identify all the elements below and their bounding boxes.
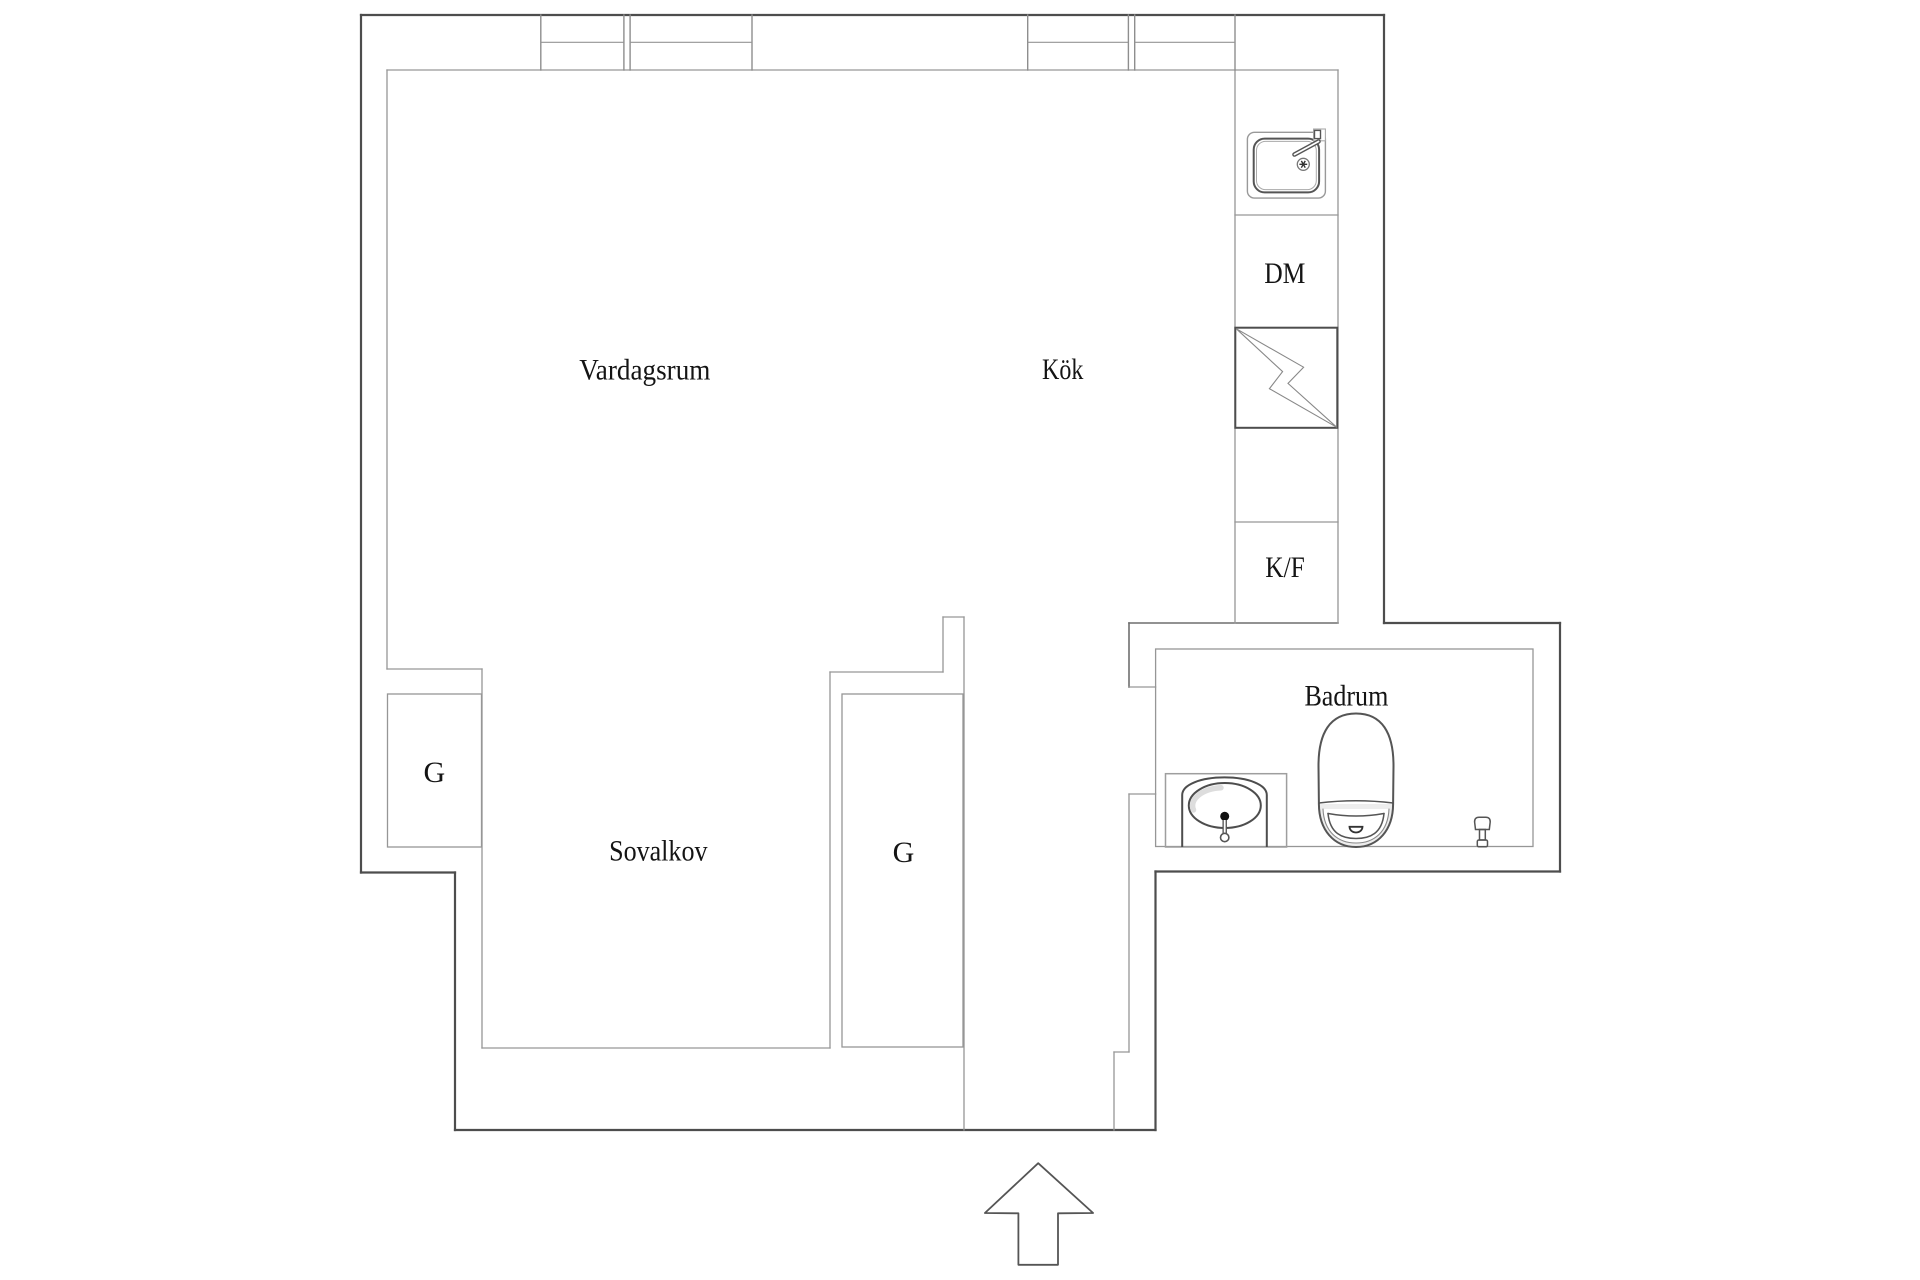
- svg-text:Kök: Kök: [1042, 353, 1083, 386]
- svg-text:K/F: K/F: [1265, 551, 1305, 584]
- svg-text:Vardagsrum: Vardagsrum: [579, 353, 710, 386]
- svg-text:Badrum: Badrum: [1304, 680, 1388, 713]
- svg-text:DM: DM: [1264, 257, 1305, 290]
- svg-text:G: G: [423, 756, 445, 789]
- svg-text:Sovalkov: Sovalkov: [609, 834, 707, 867]
- svg-text:G: G: [893, 836, 915, 869]
